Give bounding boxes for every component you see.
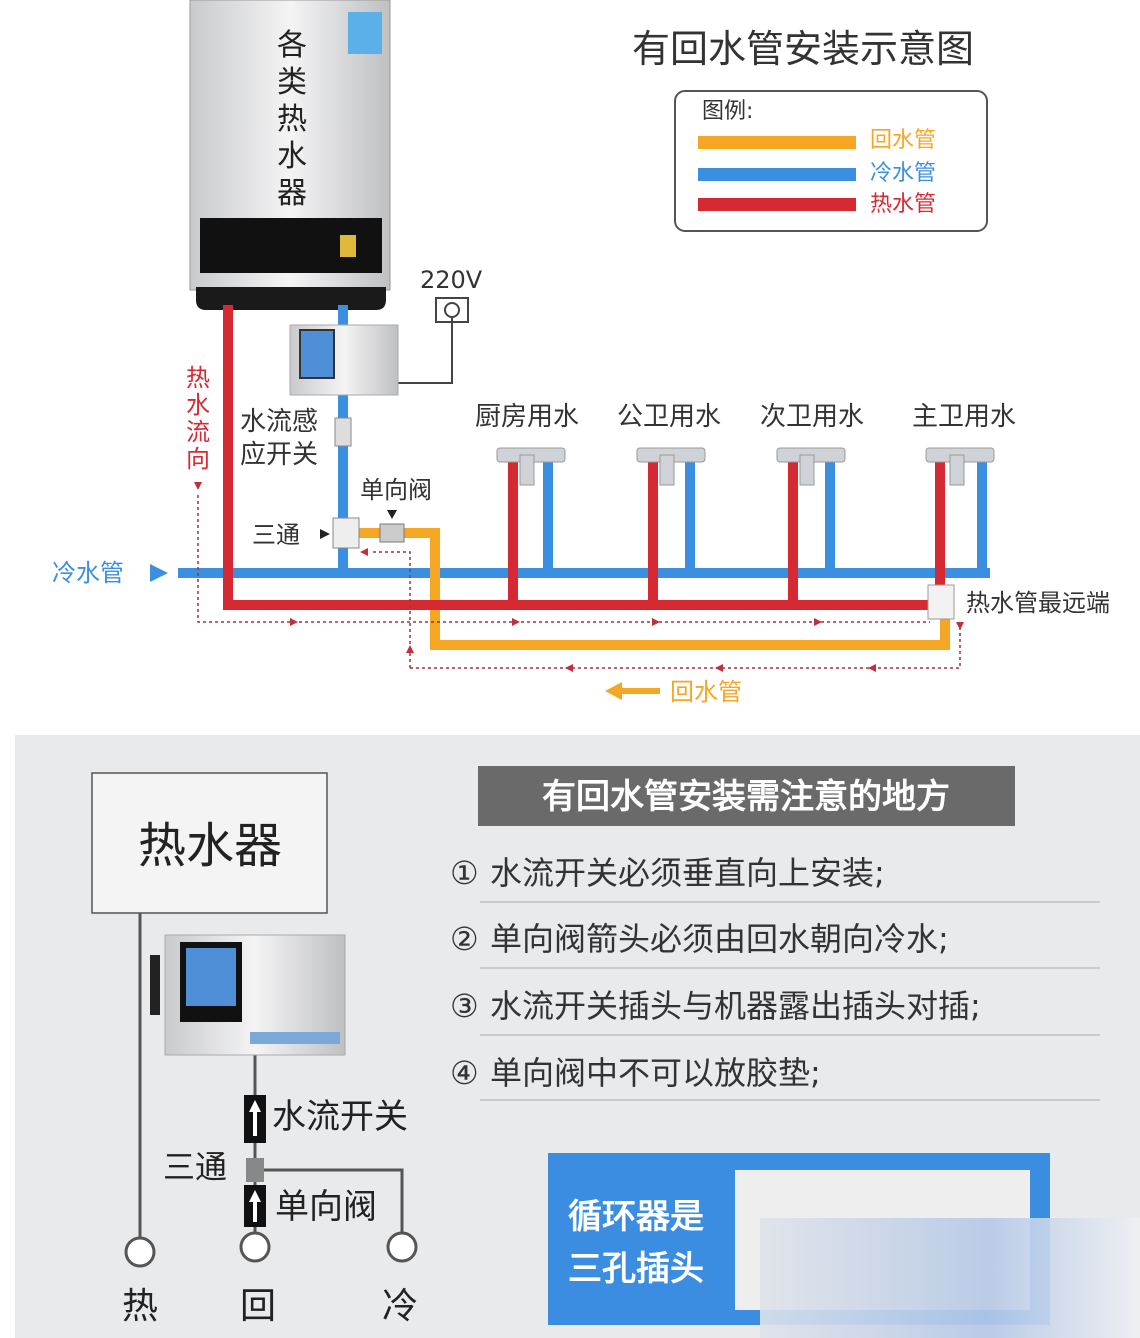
check-valve-label: 单向阀 xyxy=(360,476,432,504)
heater-box xyxy=(91,772,328,914)
check-valve-label: 单向阀 xyxy=(275,1187,377,1227)
legend-label-hot: 热水管 xyxy=(870,192,936,217)
cold-pipe-label: 冷水管 xyxy=(52,559,124,587)
hot-flow-label: 向 xyxy=(186,445,210,473)
schematic xyxy=(124,913,418,1268)
water-heater: 各 类 热 水 器 xyxy=(189,0,391,310)
tee-label: 三通 xyxy=(252,521,300,549)
plug-note-line: 循环器是 xyxy=(568,1197,704,1237)
circulator-pump xyxy=(289,324,399,447)
voltage-label: 220V xyxy=(420,266,483,294)
note-number: ② xyxy=(450,920,479,958)
blur-overlay xyxy=(760,1218,1140,1338)
return-arrow-icon xyxy=(605,682,660,700)
flow-switch-label: 应开关 xyxy=(240,440,318,470)
outlet-label-second-bath: 次卫用水 xyxy=(760,402,864,432)
outlet-label-kitchen: 厨房用水 xyxy=(475,402,579,432)
note-text: 单向阀中不可以放胶垫; xyxy=(490,1054,821,1092)
return-pipe xyxy=(350,528,950,650)
circulator-pump-large xyxy=(150,934,346,1056)
heater-label-char: 各 xyxy=(277,28,307,63)
note-text: 单向阀箭头必须由回水朝向冷水; xyxy=(490,920,949,958)
flow-switch-label: 水流开关 xyxy=(272,1097,408,1137)
tee-arrow-icon xyxy=(320,529,330,539)
far-end-fitting xyxy=(927,584,955,620)
notes-title-bar xyxy=(478,766,1015,826)
heater-label-char: 水 xyxy=(277,139,307,174)
hot-flow-label: 流 xyxy=(186,418,210,446)
far-end-label: 热水管最远端 xyxy=(966,589,1110,617)
heater-label-char: 类 xyxy=(277,65,307,100)
hot-pipes xyxy=(223,305,945,610)
legend-swatch-hot xyxy=(698,198,856,211)
tee-fitting xyxy=(332,517,360,549)
port-label-hot: 热 xyxy=(122,1286,158,1327)
diagram-title: 有回水管安装示意图 xyxy=(632,27,974,71)
check-valve-component xyxy=(244,1185,266,1227)
legend-swatch-return xyxy=(698,136,856,149)
notes-title: 有回水管安装需注意的地方 xyxy=(542,777,950,817)
plug-note-line: 三孔插头 xyxy=(568,1249,704,1289)
heater-label-char: 器 xyxy=(277,176,307,211)
note-text: 水流开关插头与机器露出插头对插; xyxy=(490,987,981,1025)
heater-label-char: 热 xyxy=(277,102,307,137)
legend-label-cold: 冷水管 xyxy=(870,161,936,186)
legend-heading: 图例: xyxy=(702,99,753,124)
outlet-label-public-bath: 公卫用水 xyxy=(617,402,721,432)
check-valve xyxy=(379,510,405,543)
note-text: 水流开关必须垂直向上安装; xyxy=(490,854,885,892)
port-label-cold: 冷 xyxy=(382,1286,418,1327)
outlet-label-master-bath: 主卫用水 xyxy=(912,402,1016,432)
tee-label: 三通 xyxy=(163,1148,227,1186)
flow-switch-label: 水流感 xyxy=(240,407,318,437)
legend-label-return: 回水管 xyxy=(870,128,936,153)
note-number: ① xyxy=(450,854,479,892)
note-number: ③ xyxy=(450,987,479,1025)
cold-arrow-icon xyxy=(150,564,168,582)
flow-arrow-markers xyxy=(194,482,964,672)
note-number: ④ xyxy=(450,1054,479,1092)
flow-switch-component xyxy=(244,1095,266,1143)
legend: 图例: 回水管 冷水管 热水管 xyxy=(674,90,988,232)
notes-list: ① 水流开关必须垂直向上安装; ② 单向阀箭头必须由回水朝向冷水; ③ 水流开关… xyxy=(450,854,1100,1101)
port-label-return: 回 xyxy=(240,1286,276,1327)
return-pipe-label: 回水管 xyxy=(670,678,742,706)
flow-dotted-lines xyxy=(197,495,961,669)
hot-flow-label: 水 xyxy=(186,391,210,419)
tee-component xyxy=(246,1158,264,1182)
faucets xyxy=(496,447,995,486)
heater-box-label: 热水器 xyxy=(138,818,282,874)
power-socket-icon xyxy=(395,297,469,384)
legend-swatch-cold xyxy=(698,168,856,181)
hot-flow-label: 热 xyxy=(186,364,210,392)
cold-pipes xyxy=(178,305,990,578)
